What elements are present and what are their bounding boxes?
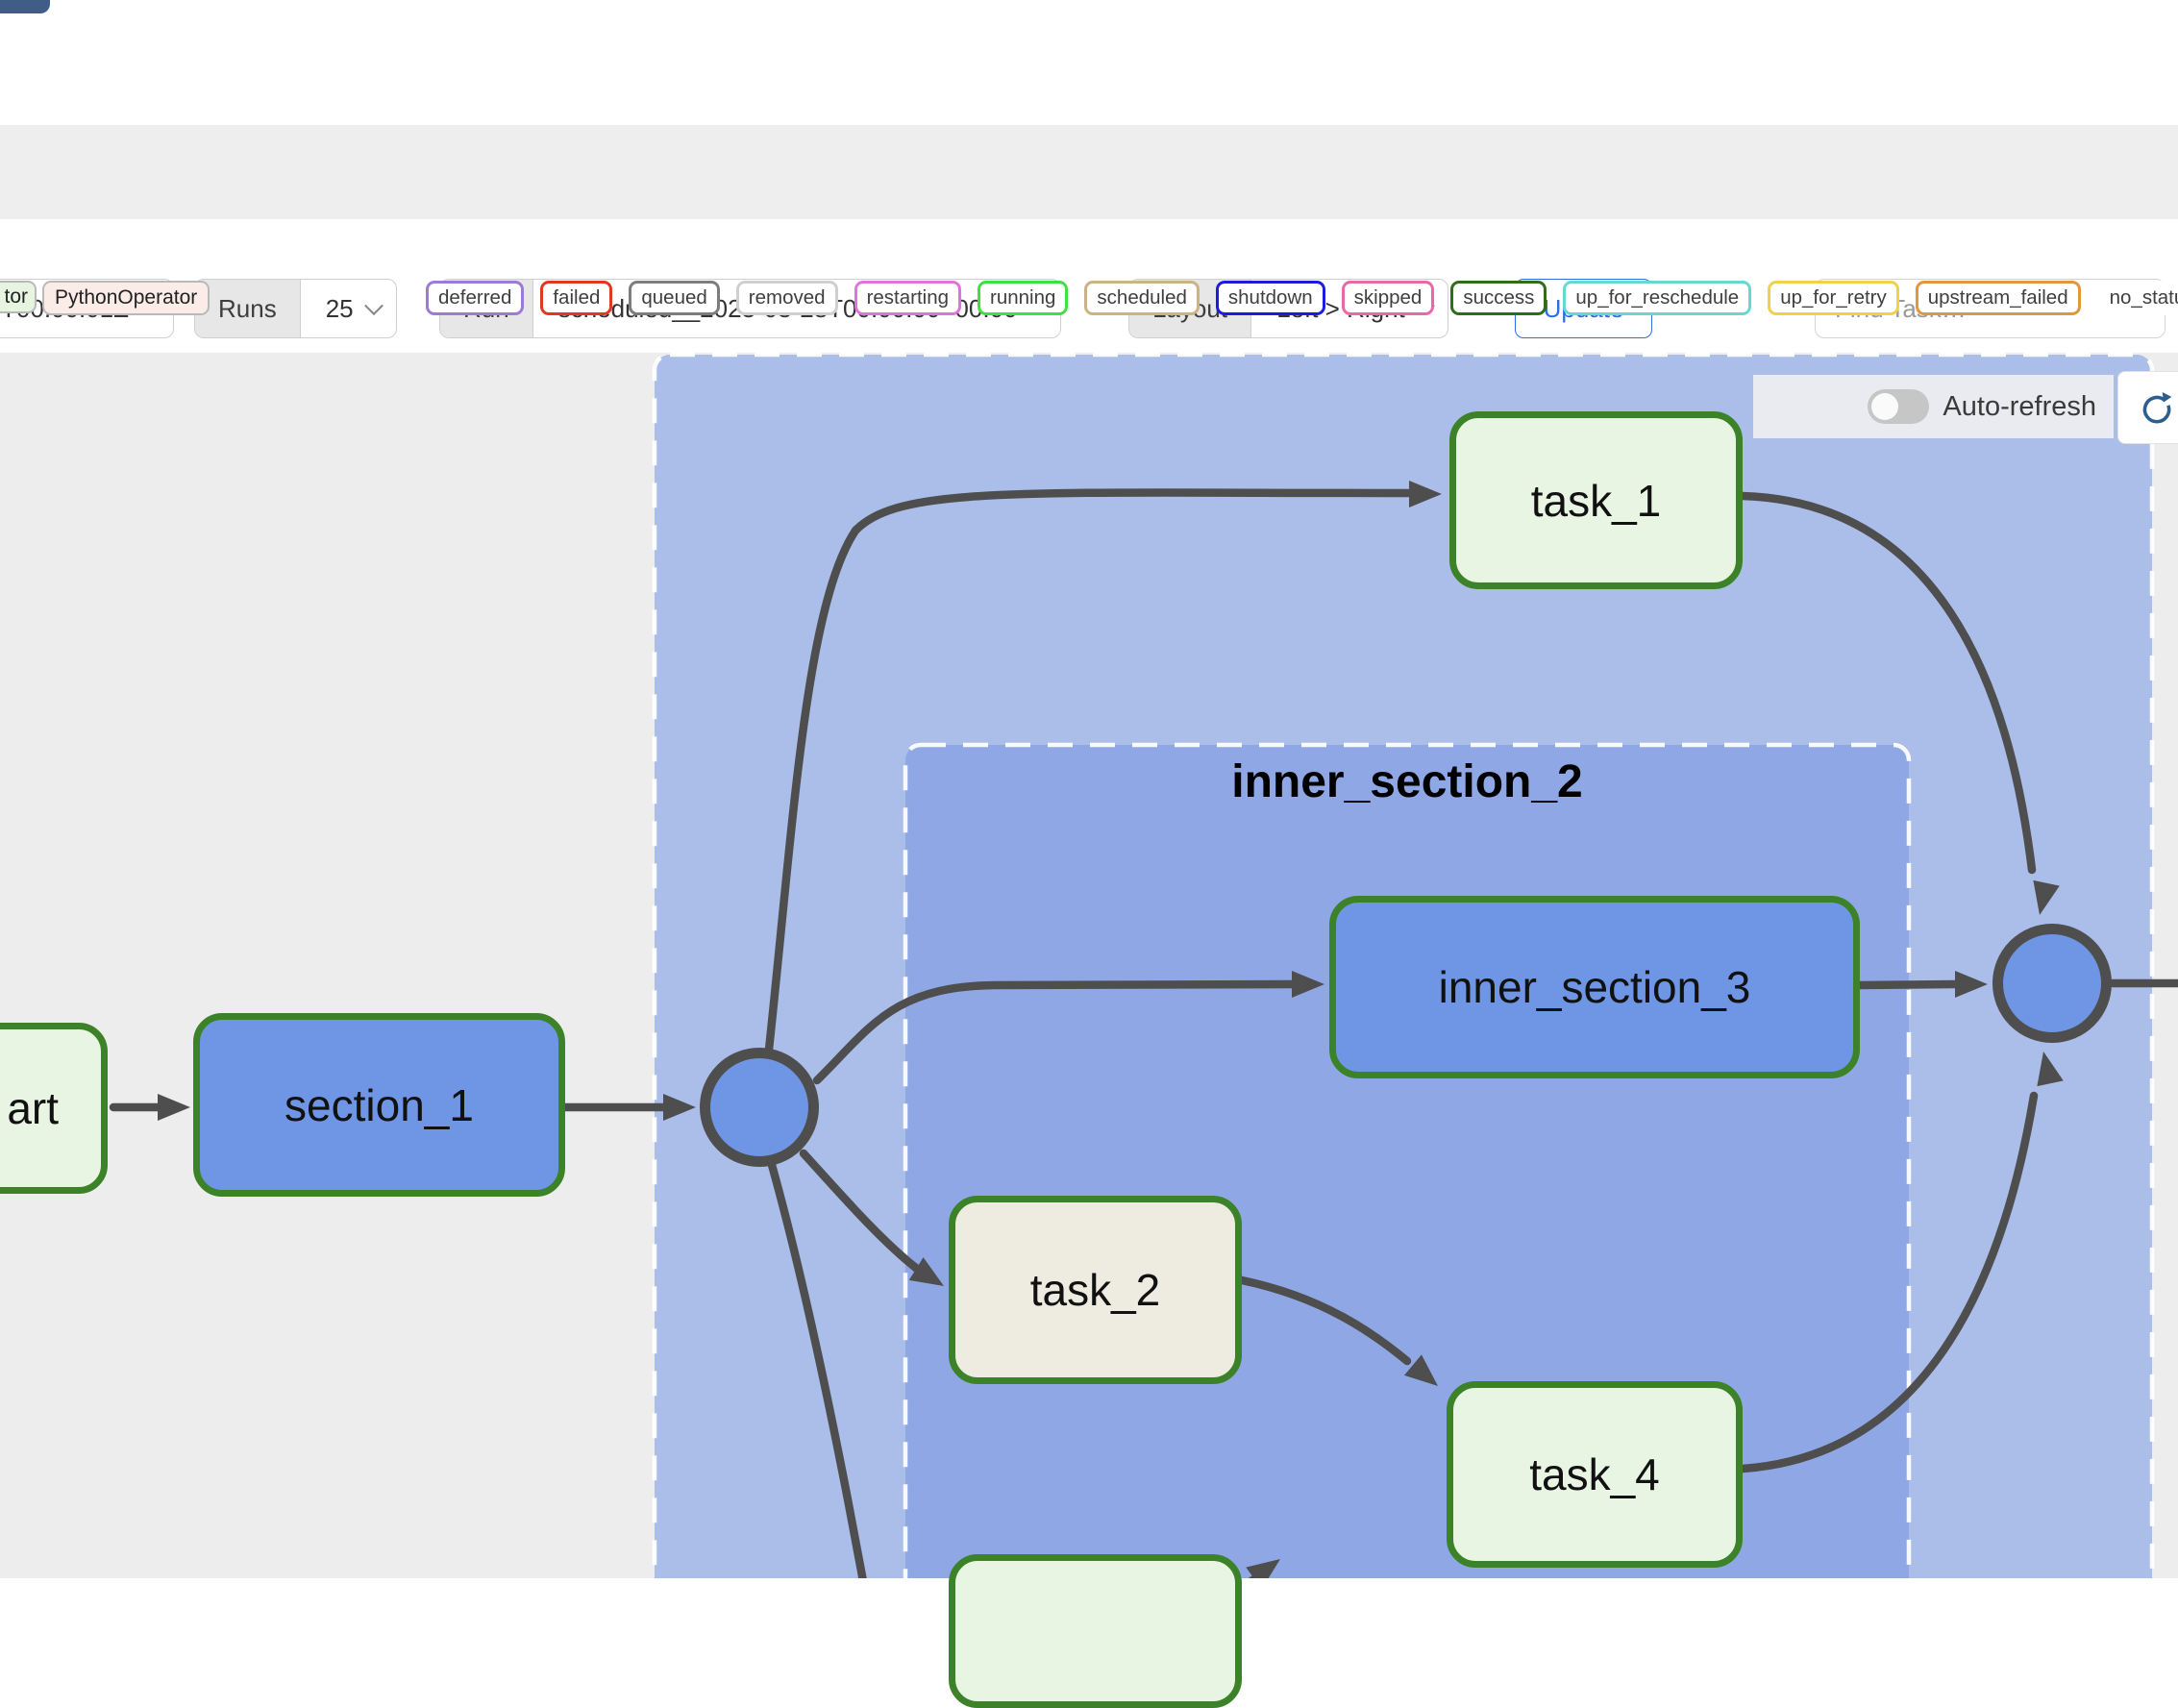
status-badge-shutdown[interactable]: shutdown	[1215, 281, 1325, 315]
refresh-icon	[2142, 392, 2172, 424]
runs-label: Runs	[195, 280, 301, 337]
task-node-partial-bottom[interactable]	[949, 1554, 1242, 1708]
status-legend: deferred failed queued removed restarting run…	[426, 281, 2178, 315]
status-badge-up_for_retry[interactable]: up_for_retry	[1768, 281, 1899, 315]
task-node-section-1[interactable]: section_1	[193, 1013, 565, 1197]
auto-refresh-toggle[interactable]	[1868, 389, 1930, 424]
chevron-down-icon	[363, 296, 384, 316]
task-node-task-1[interactable]: task_1	[1449, 411, 1743, 589]
status-badge-queued[interactable]: queued	[629, 281, 720, 315]
status-badge-success[interactable]: success	[1450, 281, 1547, 315]
refresh-button[interactable]	[2117, 371, 2178, 444]
status-badge-failed[interactable]: failed	[540, 281, 613, 315]
runs-select[interactable]: 25	[301, 280, 396, 337]
status-badge-deferred[interactable]: deferred	[426, 281, 525, 315]
operator-badge-tor[interactable]: tor	[0, 281, 37, 313]
operator-badge-PythonOperator[interactable]: PythonOperator	[42, 281, 210, 315]
toolbar: Runs 25 Run scheduled__2023-03-28T00:00:…	[0, 125, 2178, 338]
task-group-inner-section-2-label[interactable]: inner_section_2	[1231, 756, 1583, 807]
runs-value: 25	[325, 293, 354, 323]
status-badge-skipped[interactable]: skipped	[1341, 281, 1435, 315]
status-badge-up_for_reschedule[interactable]: up_for_reschedule	[1563, 281, 1752, 315]
status-badge-restarting[interactable]: restarting	[854, 281, 962, 315]
task-node-start[interactable]: art	[0, 1023, 108, 1194]
status-badge-removed[interactable]: removed	[735, 281, 838, 315]
task-node-task-2[interactable]: task_2	[949, 1196, 1242, 1384]
runs-dropdown-group: Runs 25	[194, 279, 397, 338]
group-join-node-left[interactable]	[700, 1048, 819, 1167]
status-badge-no_status[interactable]: no_status	[2096, 281, 2178, 315]
status-badge-upstream_failed[interactable]: upstream_failed	[1915, 281, 2081, 315]
task-node-task-4[interactable]: task_4	[1447, 1381, 1743, 1568]
auto-refresh-label: Auto-refresh	[1943, 390, 2096, 422]
status-badge-scheduled[interactable]: scheduled	[1084, 281, 1200, 315]
status-badge-running[interactable]: running	[978, 281, 1069, 315]
group-join-node-right[interactable]	[1992, 924, 2112, 1043]
nav-tab-fragment	[0, 0, 50, 13]
auto-refresh-panel: Auto-refresh	[1753, 375, 2114, 438]
task-node-inner-section-3[interactable]: inner_section_3	[1329, 896, 1860, 1078]
toggle-knob	[1871, 393, 1899, 420]
